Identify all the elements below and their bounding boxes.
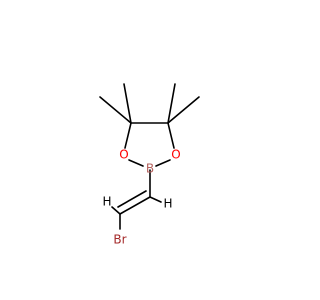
bond-c1-h bbox=[149, 196, 162, 203]
bond-o1-b bbox=[128, 159, 144, 167]
atom-br: Br bbox=[113, 233, 126, 247]
bond-c4-me-left bbox=[99, 96, 132, 124]
bond-c5-me-right bbox=[167, 96, 200, 124]
atom-b: B bbox=[146, 162, 154, 176]
bond-c2-h bbox=[111, 206, 121, 215]
atom-o1: O bbox=[119, 148, 128, 162]
molecule-svg: O B O H H Br bbox=[99, 83, 200, 247]
bond-c4-me-up bbox=[123, 83, 132, 124]
atom-o2: O bbox=[171, 148, 180, 162]
bond-c5-o2 bbox=[167, 122, 175, 149]
atom-h-left: H bbox=[102, 195, 111, 209]
bond-c1-c2 bbox=[119, 196, 151, 215]
molecule-diagram: O B O H H Br bbox=[99, 83, 200, 247]
bonds bbox=[99, 83, 200, 230]
bond-c1-c2-double bbox=[117, 190, 147, 208]
atom-h-right: H bbox=[163, 197, 172, 211]
bond-c4-o1 bbox=[124, 122, 132, 149]
bond-o2-b bbox=[155, 159, 171, 167]
bond-c5-me-up bbox=[167, 83, 176, 124]
atom-labels: O B O H H Br bbox=[102, 148, 180, 247]
